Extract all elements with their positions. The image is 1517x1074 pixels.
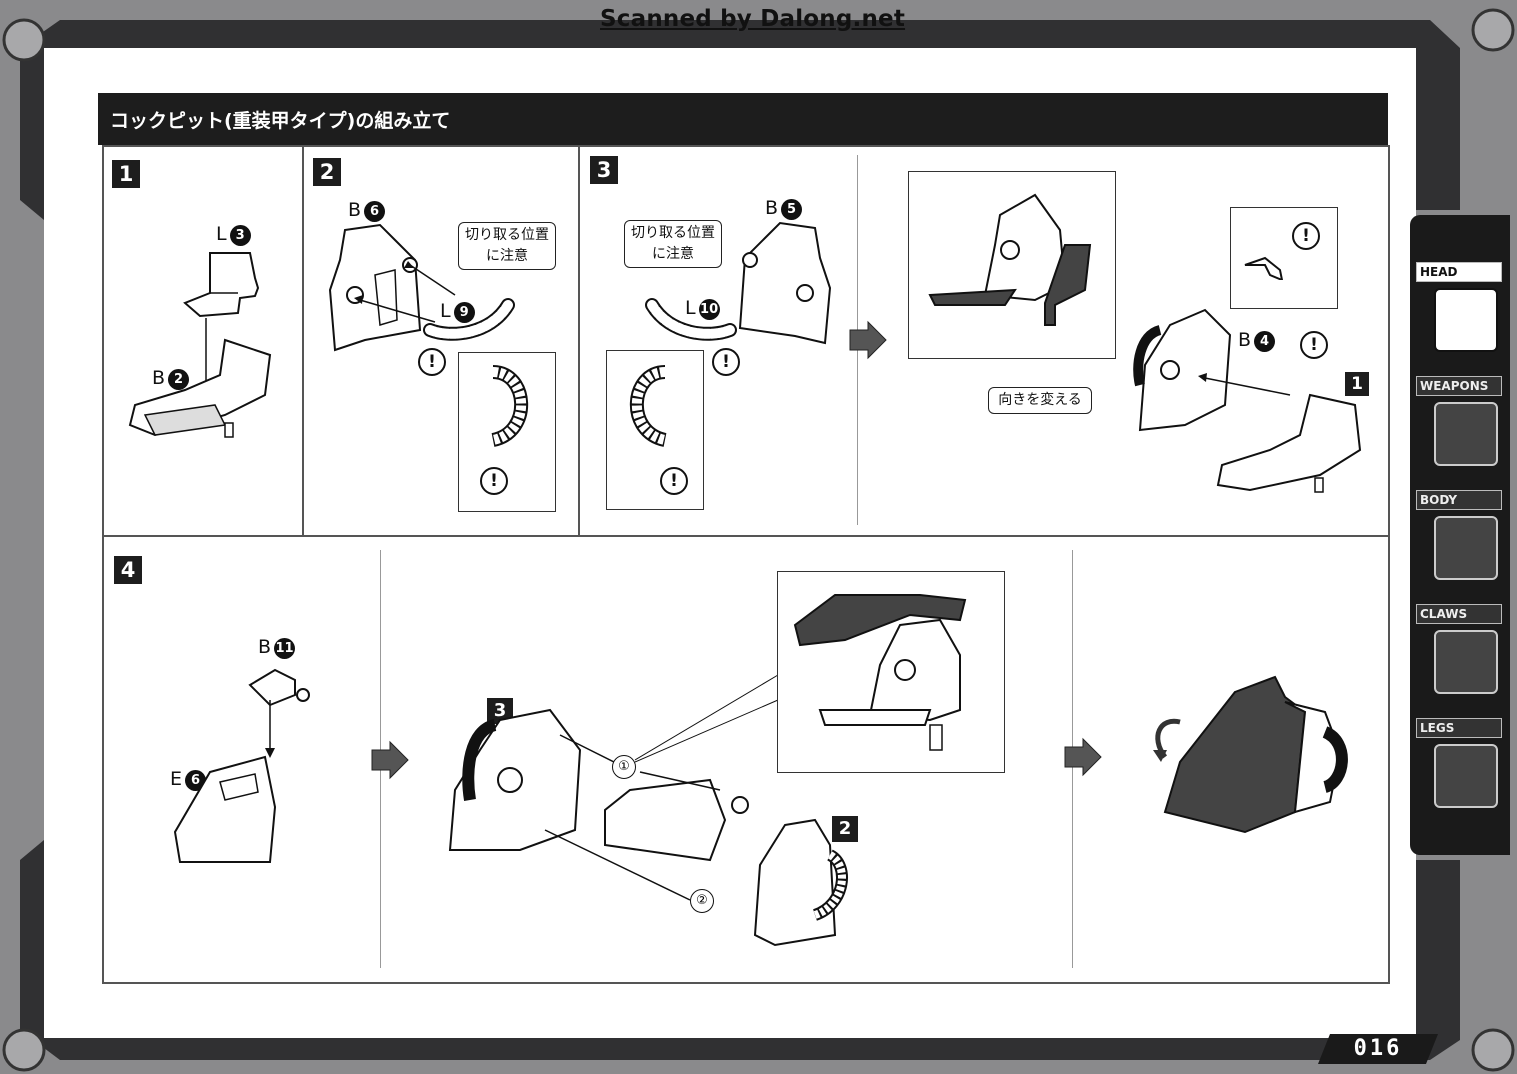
grid-col-1 [302, 145, 304, 535]
small-hatch-b11-illustration [248, 668, 310, 707]
section-title-bar [98, 93, 1388, 145]
canopy-side-view-illustration [793, 594, 967, 751]
grid-middle [102, 535, 1390, 537]
grid-left [102, 145, 104, 983]
side-armor-b6-illustration [328, 223, 422, 352]
seat-assembly-illustration [1216, 393, 1362, 493]
cut-position-caution-callout: 切り取る位置に注意 [458, 222, 556, 270]
tab-claws-label: CLAWS [1416, 604, 1502, 624]
instruction-panel [44, 48, 1416, 1038]
tab-weapons[interactable]: WEAPONS [1416, 376, 1502, 466]
tab-body-label: BODY [1416, 490, 1502, 510]
step3-assembly-arrow [1198, 373, 1291, 396]
next-step-arrow-icon [371, 740, 409, 780]
seat-part-illustration [183, 252, 260, 318]
head-icon [1434, 288, 1498, 352]
cockpit-assembled-illustration [1133, 308, 1232, 432]
warning-icon: ! [712, 348, 740, 376]
warning-icon: ! [1300, 331, 1328, 359]
warning-icon: ! [1292, 222, 1320, 250]
tab-body[interactable]: BODY [1416, 490, 1502, 580]
cockpit-side-view-illustration [928, 193, 1092, 326]
step-number-4: 4 [114, 556, 142, 584]
step-number-1: 1 [112, 160, 140, 188]
route-marker-1: ① [612, 755, 636, 779]
completed-cockpit-illustration [1153, 675, 1348, 834]
tab-head[interactable]: HEAD [1416, 262, 1502, 352]
assembly-arrow-4 [265, 700, 275, 758]
hose-cut-detail-illustration [490, 365, 529, 447]
body-icon [1434, 516, 1498, 580]
claws-icon [1434, 630, 1498, 694]
flex-hose-l9-illustration [423, 298, 515, 341]
grid-col-2 [578, 145, 580, 535]
detail-box-small-part [1230, 207, 1338, 309]
grid-right [1388, 145, 1390, 983]
warning-icon: ! [480, 467, 508, 495]
side-armor-b5-illustration [738, 221, 832, 345]
cockpit-base-illustration [128, 338, 272, 438]
next-step-arrow-icon [849, 320, 887, 360]
tab-claws[interactable]: CLAWS [1416, 604, 1502, 694]
side-armor-with-hose-illustration [753, 818, 848, 947]
small-part-detail-illustration [1244, 256, 1284, 280]
change-direction-callout: 向きを変える [988, 387, 1092, 414]
hose-cut-detail-illustration-2 [629, 365, 668, 447]
scan-watermark: Scanned by Dalong.net [600, 6, 906, 32]
cut-position-caution-callout-2: 切り取る位置に注意 [624, 220, 722, 268]
callout-pointer-lines [634, 674, 779, 763]
step-number-3: 3 [590, 156, 618, 184]
tab-weapons-label: WEAPONS [1416, 376, 1502, 396]
tab-legs[interactable]: LEGS [1416, 718, 1502, 808]
step-ref-2: 2 [832, 816, 858, 842]
tab-legs-label: LEGS [1416, 718, 1502, 738]
canopy-attach-illustration [604, 778, 749, 862]
cockpit-frame-assembly-illustration [448, 708, 582, 851]
weapons-icon [1434, 402, 1498, 466]
grid-bottom [102, 982, 1390, 984]
legs-icon [1434, 744, 1498, 808]
grid-outer [102, 145, 1390, 147]
hose-attach-arrows-step2 [354, 261, 456, 323]
step-number-2: 2 [313, 158, 341, 186]
canopy-e6-illustration [173, 755, 277, 863]
warning-icon: ! [660, 467, 688, 495]
next-step-arrow-icon [1064, 737, 1102, 777]
flex-hose-l10-illustration [645, 298, 737, 341]
step-ref-1: 1 [1345, 372, 1369, 396]
route-marker-2: ② [690, 889, 714, 913]
page-number: 016 [1318, 1034, 1438, 1064]
warning-icon: ! [418, 348, 446, 376]
tab-head-label: HEAD [1416, 262, 1502, 282]
section-title: コックピット(重装甲タイプ)の組み立て [110, 110, 451, 132]
